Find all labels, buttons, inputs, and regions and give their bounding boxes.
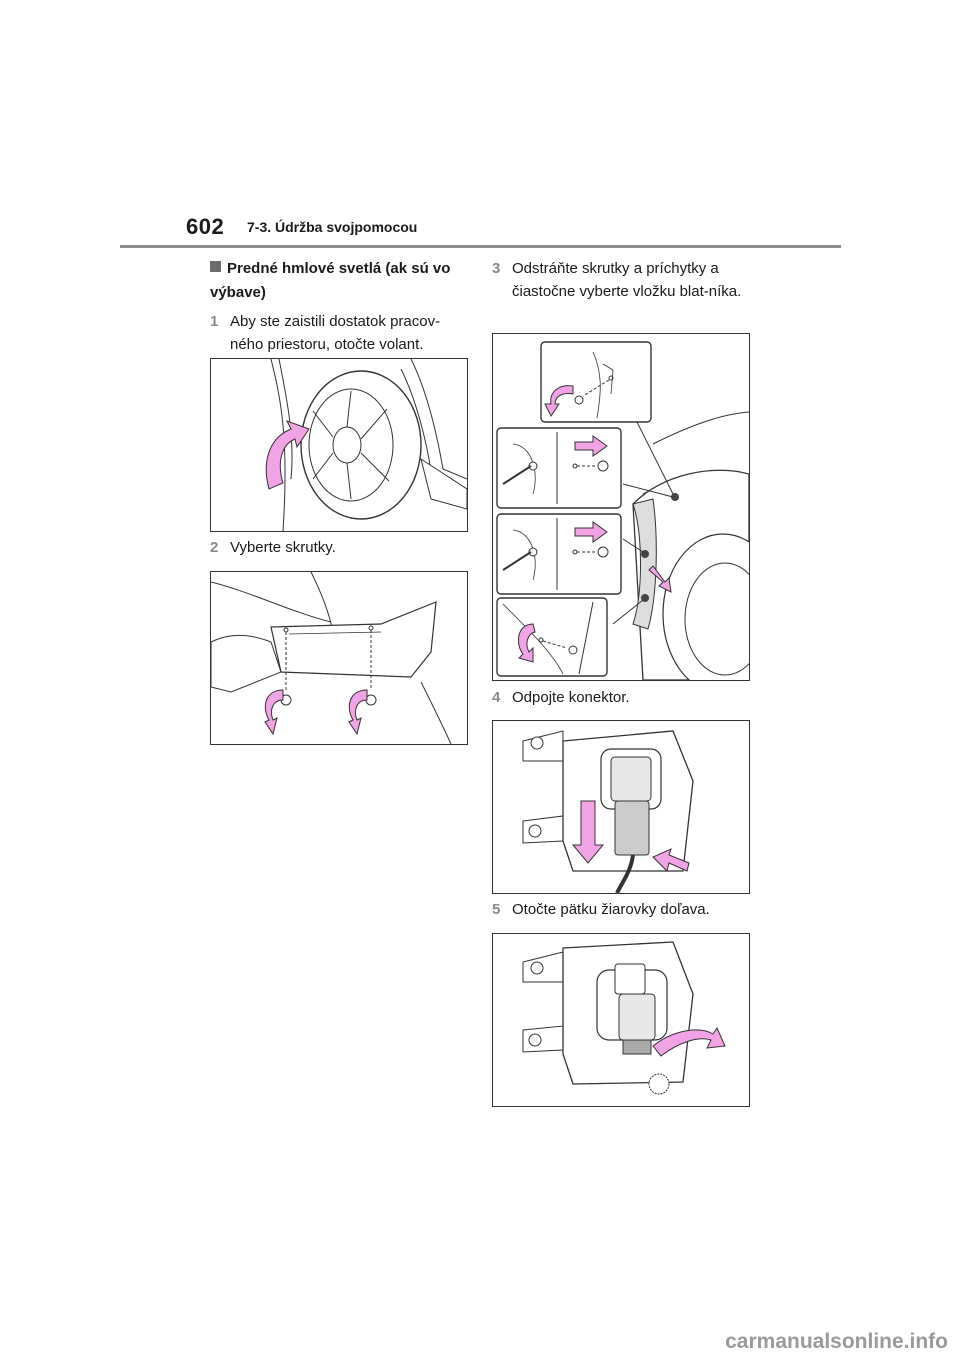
press-arrow-icon: [652, 848, 690, 872]
step-number: 4: [492, 689, 501, 706]
detail-inset: [496, 597, 608, 677]
step-text: Aby ste zaistili dostatok pracov-ného pr…: [230, 313, 441, 353]
step-3: 3 Odstráňte skrutky a príchytky a čiasto…: [492, 257, 754, 303]
step-text: Vyberte skrutky.: [230, 539, 336, 556]
square-bullet-icon: [210, 261, 221, 272]
connector-illustration: [522, 730, 694, 893]
figure-disconnect-connector: [492, 720, 750, 894]
rotate-arrow-icon: [265, 420, 310, 490]
watermark: carmanualsonline.info: [725, 1330, 948, 1353]
step-text: Odstráňte skrutky a príchytky a čiastočn…: [512, 260, 742, 300]
section-title: 7-3. Údržba svojpomocou: [247, 219, 418, 235]
push-arrow-icon: [574, 521, 608, 543]
rotate-arrow-icon: [264, 689, 284, 736]
section-heading: Predné hmlové svetlá (ak sú vo výbave): [210, 257, 472, 305]
step-number: 3: [492, 260, 501, 277]
under-cover-illustration: [211, 572, 452, 744]
rotate-arrow-icon: [544, 385, 574, 417]
pull-arrow-icon: [648, 565, 672, 593]
step-number: 2: [210, 539, 219, 556]
detail-inset: [540, 341, 652, 423]
rotate-arrow-icon: [517, 623, 536, 663]
step-number: 5: [492, 901, 501, 918]
figure-fender-liner: [492, 333, 750, 681]
step-number: 1: [210, 313, 219, 330]
push-down-arrow-icon: [571, 800, 605, 864]
fender-illustration: [496, 341, 749, 680]
page-number: 602: [186, 214, 225, 239]
rotate-left-arrow-icon: [652, 1026, 726, 1057]
step-text: Otočte pätku žiarovky doľava.: [512, 901, 710, 918]
step-1: 1 Aby ste zaistili dostatok pracov-ného …: [210, 310, 472, 356]
figure-wheel-turned: [210, 358, 468, 532]
figure-remove-screws: [210, 571, 468, 745]
header-rule: [120, 245, 841, 248]
step-text: Odpojte konektor.: [512, 689, 630, 706]
step-5: 5 Otočte pätku žiarovky doľava.: [492, 898, 754, 921]
step-4: 4 Odpojte konektor.: [492, 686, 754, 709]
wheel-illustration: [265, 359, 467, 531]
push-arrow-icon: [574, 435, 608, 457]
heading-text: Predné hmlové svetlá (ak sú vo výbave): [210, 260, 451, 301]
figure-rotate-bulb: [492, 933, 750, 1107]
rotate-arrow-icon: [348, 689, 368, 736]
step-2: 2 Vyberte skrutky.: [210, 536, 472, 559]
bulb-illustration: [522, 941, 726, 1095]
